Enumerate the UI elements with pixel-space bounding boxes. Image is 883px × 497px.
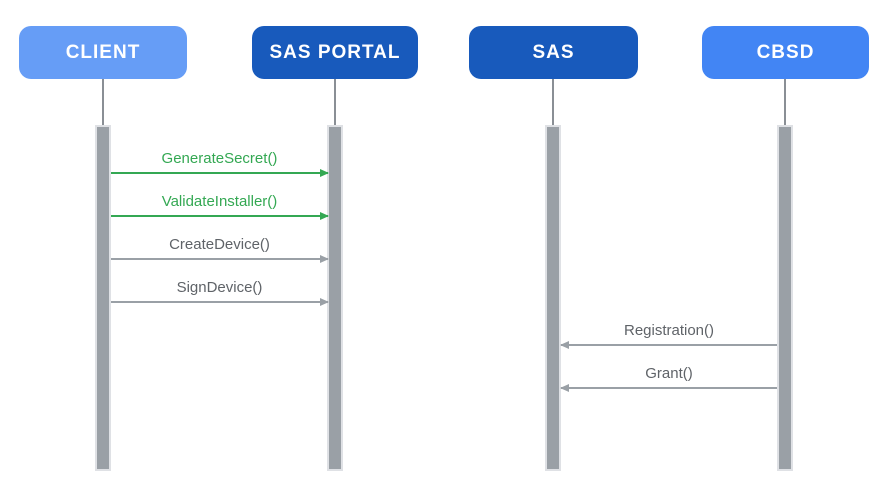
message-registration: Registration()	[560, 322, 777, 349]
arrow-line	[560, 383, 777, 392]
message-label: GenerateSecret()	[161, 150, 278, 167]
lifeline-sas	[552, 79, 554, 125]
actor-box-cbsd: CBSD	[702, 26, 869, 79]
actor-label-sas: SAS	[532, 41, 575, 63]
message-generate-secret: GenerateSecret()	[111, 150, 329, 177]
actor-label-client: CLIENT	[65, 41, 141, 63]
lifeline-sas-portal	[334, 79, 336, 125]
arrow-line	[111, 297, 329, 306]
message-grant: Grant()	[560, 365, 777, 392]
actor-box-client: CLIENT	[19, 26, 187, 79]
lifeline-cbsd	[784, 79, 786, 125]
actor-box-sas: SAS	[469, 26, 638, 79]
arrow-line	[560, 340, 777, 349]
arrowhead-left-icon	[560, 383, 569, 392]
message-create-device: CreateDevice()	[111, 236, 329, 263]
arrowhead-right-icon	[320, 211, 329, 220]
arrow-line	[111, 254, 329, 263]
lifeline-client	[102, 79, 104, 125]
message-validate-installer: ValidateInstaller()	[111, 193, 329, 220]
activation-bar-sas	[545, 125, 561, 471]
activation-bar-cbsd	[777, 125, 793, 471]
arrow-line	[111, 168, 329, 177]
arrowhead-right-icon	[320, 254, 329, 263]
actor-label-cbsd: CBSD	[756, 41, 815, 63]
message-sign-device: SignDevice()	[111, 279, 329, 306]
arrowhead-right-icon	[320, 168, 329, 177]
actor-box-sas-portal: SAS PORTAL	[252, 26, 418, 79]
message-label: Grant()	[645, 365, 693, 382]
message-label: Registration()	[623, 322, 715, 339]
activation-bar-sas-portal	[327, 125, 343, 471]
arrowhead-left-icon	[560, 340, 569, 349]
actor-label-sas-portal: SAS PORTAL	[269, 41, 401, 63]
activation-bar-client	[95, 125, 111, 471]
message-label: SignDevice()	[176, 279, 263, 296]
message-label: CreateDevice()	[169, 236, 270, 253]
arrowhead-right-icon	[320, 297, 329, 306]
arrow-line	[111, 211, 329, 220]
message-label: ValidateInstaller()	[161, 193, 278, 210]
